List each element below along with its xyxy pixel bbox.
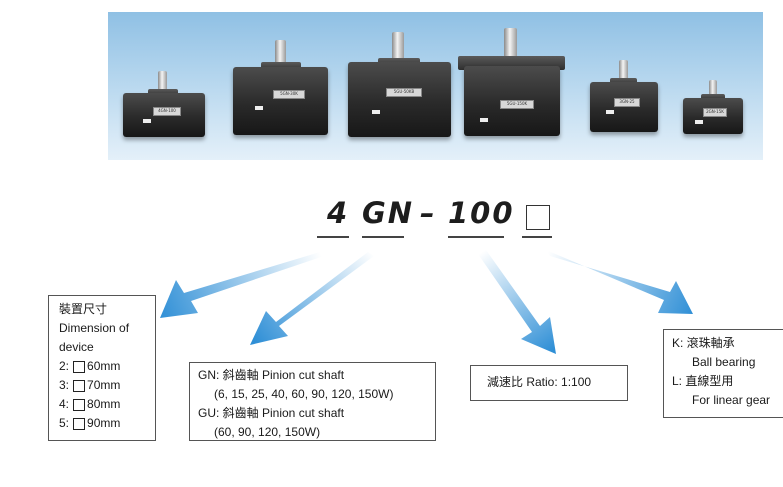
bearing-type-box: K: 滾珠軸承 Ball bearing L: 直線型用 For linear … [663,329,783,418]
arrow-to-bearing [546,250,693,314]
model-code-ratio: 100 [448,196,515,230]
shaft-type-box: GN: 斜齒軸 Pinion cut shaft (6, 15, 25, 40,… [189,362,436,441]
size-title-en-2: device [59,340,94,354]
nameplate: 4GN-100 [153,107,181,116]
nameplate: 5GU-50KB [386,88,422,97]
l-en: For linear gear [692,393,771,407]
l-line: L: 直線型用 [672,374,734,388]
gear-motor-3: 5GU-50KB [348,32,451,137]
nameplate: 2GN-15K [703,108,727,117]
ratio-text: 減速比 Ratio: 1:100 [487,375,592,389]
checkbox-square-icon [73,360,86,373]
code-underline-ratio [448,236,504,238]
k-en: Ball bearing [692,355,756,369]
code-underline-option [522,236,552,238]
gear-motor-5: 3GN-25 [590,60,658,132]
size-title-cn: 裝置尺寸 [59,302,108,316]
brand-logo [255,106,263,110]
checkbox-square-icon [73,417,86,430]
model-code-gear-type: GN [362,196,415,230]
checkbox-square-icon [73,398,86,411]
brand-logo [143,119,151,123]
size-option: 4:80mm [59,397,121,411]
gear-motor-1: 4GN-100 [123,67,205,137]
model-code-option-box [526,205,550,230]
gn-values: (6, 15, 25, 40, 60, 90, 120, 150W) [214,387,394,401]
size-option: 5:90mm [59,416,121,430]
gu-values: (60, 90, 120, 150W) [214,425,321,439]
device-size-box: 裝置尺寸 Dimension of device 2:60mm 3:70mm 4… [48,295,156,441]
arrow-to-shaft-type [250,252,374,345]
brand-logo [372,110,380,114]
gn-line: GN: 斜齒軸 Pinion cut shaft [198,368,345,382]
nameplate: 5GU-150K [500,100,534,109]
brand-logo [480,118,488,122]
nameplate: 5GN-30K [273,90,305,99]
checkbox-square-icon [73,379,86,392]
gear-motor-4: 5GU-150K [450,28,573,136]
arrow-to-ratio [478,250,556,354]
brand-logo [695,120,703,124]
code-underline-frame [317,236,349,238]
size-title-en: Dimension of [59,321,130,335]
model-code-dash: – [420,196,437,230]
model-code-frame: 4 [327,196,350,230]
gu-line: GU: 斜齒軸 Pinion cut shaft [198,406,345,420]
size-option: 3:70mm [59,378,121,392]
product-photo-banner: 4GN-100 5GN-30K 5GU-50KB 5GU-150K 3GN-25… [108,12,763,160]
code-underline-gear-type [362,236,404,238]
gear-motor-6: 2GN-15K [683,80,743,134]
nameplate: 3GN-25 [614,98,640,107]
arrow-to-dimension [160,252,324,318]
ratio-box: 減速比 Ratio: 1:100 [470,365,628,401]
k-line: K: 滾珠軸承 [672,336,735,350]
brand-logo [606,110,614,114]
gear-motor-2: 5GN-30K [233,40,328,135]
size-option: 2:60mm [59,359,121,373]
